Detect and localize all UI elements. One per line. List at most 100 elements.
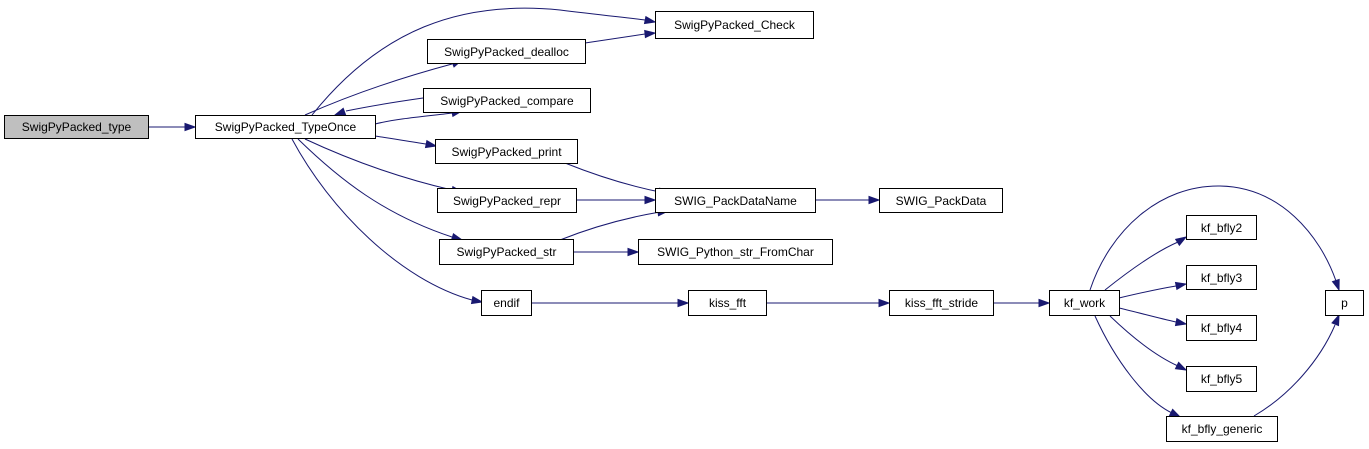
edge-line <box>1094 315 1173 414</box>
edge-line <box>304 138 453 191</box>
edge-arrowhead <box>644 195 657 205</box>
node-label-kf-bfly-generic: kf_bfly_generic <box>1182 422 1263 436</box>
edge-line <box>1089 185 1337 291</box>
node-label-swigpypacked-check: SwigPyPacked_Check <box>674 18 796 32</box>
node-label-p: p <box>1341 296 1348 310</box>
edge-kf-work-to-p <box>1089 185 1340 292</box>
node-endif[interactable]: endif <box>481 290 532 316</box>
node-label-swigpypacked-repr: SwigPyPacked_repr <box>453 194 561 208</box>
edge-kf-work-to-kf-bfly-generic <box>1094 315 1182 418</box>
edge-line <box>559 211 661 241</box>
node-label-kf-bfly4: kf_bfly4 <box>1201 321 1243 335</box>
edge-arrowhead <box>1174 361 1188 371</box>
node-label-endif: endif <box>493 296 520 310</box>
edge-swig-packed-str-to-swig-packdataname <box>559 208 670 241</box>
edge-arrowhead <box>644 29 657 39</box>
edge-kf-work-to-kf-bfly2 <box>1104 236 1188 291</box>
node-label-kiss-fft-stride: kiss_fft_stride <box>905 296 978 310</box>
node-swig-packdata[interactable]: SWIG_PackData <box>879 188 1003 213</box>
edge-line <box>1118 307 1177 323</box>
edge-arrowhead <box>1038 298 1051 308</box>
node-label-kf-bfly2: kf_bfly2 <box>1201 221 1243 235</box>
edge-arrowhead <box>868 195 881 205</box>
edge-line <box>297 138 453 238</box>
edge-arrowhead <box>677 298 690 308</box>
edge-endif-to-kiss-fft <box>531 298 690 308</box>
node-kf-bfly3[interactable]: kf_bfly3 <box>1186 265 1257 290</box>
edge-arrowhead <box>643 15 657 25</box>
edge-line <box>1118 285 1177 299</box>
edge-line <box>374 112 453 125</box>
edge-line <box>311 7 646 116</box>
node-label-swigpypacked-dealloc: SwigPyPacked_dealloc <box>444 45 569 59</box>
edge-swig-packed-print-to-swig-packdataname <box>564 162 670 196</box>
edge-swig-packed-repr-to-swig-packdataname <box>576 195 657 205</box>
edge-arrowhead <box>1174 281 1188 291</box>
edge-arrowhead <box>1331 313 1340 327</box>
edge-line <box>1253 324 1336 417</box>
edge-arrowhead <box>1174 236 1188 247</box>
edge-kf-bfly-generic-to-p <box>1253 313 1340 417</box>
node-swigpypacked-type[interactable]: SwigPyPacked_type <box>4 115 149 139</box>
edge-swig-packed-typeonce-to-swig-packed-check <box>311 7 657 116</box>
edge-arrowhead <box>1168 408 1182 418</box>
node-label-swigpypacked-print: SwigPyPacked_print <box>451 145 562 159</box>
node-swigpypacked-dealloc[interactable]: SwigPyPacked_dealloc <box>427 39 586 64</box>
edge-kf-work-to-kf-bfly5 <box>1109 315 1188 371</box>
node-label-swig-python-str-fromchar: SWIG_Python_str_FromChar <box>657 245 814 259</box>
edge-arrowhead <box>333 107 347 116</box>
node-label-kf-bfly5: kf_bfly5 <box>1201 372 1243 386</box>
edge-arrowhead <box>184 122 197 132</box>
node-label-swig-packdata: SWIG_PackData <box>896 194 987 208</box>
node-swigpypacked-check[interactable]: SwigPyPacked_Check <box>655 11 814 39</box>
node-label-swigpypacked-typeonce: SwigPyPacked_TypeOnce <box>215 120 357 134</box>
edge-line <box>1104 241 1179 291</box>
node-swigpypacked-str[interactable]: SwigPyPacked_str <box>439 239 574 265</box>
edge-line <box>345 97 424 112</box>
edge-swig-packed-dealloc-to-swig-packed-check <box>584 29 657 44</box>
node-label-kf-bfly3: kf_bfly3 <box>1201 271 1243 285</box>
edge-arrowhead <box>424 139 438 149</box>
edge-kiss-fft-stride-to-kf-work <box>993 298 1051 308</box>
edge-arrowhead <box>470 295 484 305</box>
node-label-swig-packdataname: SWIG_PackDataName <box>674 194 797 208</box>
edge-arrowhead <box>1331 278 1340 292</box>
node-swigpypacked-typeonce[interactable]: SwigPyPacked_TypeOnce <box>195 115 376 139</box>
edge-line <box>1109 315 1179 367</box>
node-swigpypacked-print[interactable]: SwigPyPacked_print <box>435 139 578 164</box>
node-swigpypacked-repr[interactable]: SwigPyPacked_repr <box>437 188 577 213</box>
edge-swig-packed-typeonce-to-endif <box>291 138 484 305</box>
edge-line <box>584 33 646 44</box>
node-kf-bfly-generic[interactable]: kf_bfly_generic <box>1166 416 1278 442</box>
edge-kf-work-to-kf-bfly4 <box>1118 307 1188 327</box>
node-kf-bfly4[interactable]: kf_bfly4 <box>1186 315 1257 341</box>
node-kf-bfly2[interactable]: kf_bfly2 <box>1186 215 1257 240</box>
edge-line <box>564 162 661 193</box>
edge-swig-packed-type-to-swig-packed-typeonce <box>148 122 197 132</box>
node-label-swigpypacked-compare: SwigPyPacked_compare <box>440 94 574 108</box>
edge-line <box>374 135 427 145</box>
node-kiss-fft[interactable]: kiss_fft <box>688 290 767 316</box>
node-p[interactable]: p <box>1325 290 1364 316</box>
node-kf-work[interactable]: kf_work <box>1049 290 1120 316</box>
node-kiss-fft-stride[interactable]: kiss_fft_stride <box>889 290 994 316</box>
node-swig-python-str-fromchar[interactable]: SWIG_Python_str_FromChar <box>638 239 833 265</box>
edge-arrowhead <box>878 298 891 308</box>
edge-arrowhead <box>1174 317 1188 327</box>
edge-kiss-fft-to-kiss-fft-stride <box>766 298 891 308</box>
node-kf-bfly5[interactable]: kf_bfly5 <box>1186 366 1257 392</box>
edge-swig-packdataname-to-swig-packdata <box>815 195 881 205</box>
node-label-kf-work: kf_work <box>1064 296 1106 310</box>
edge-arrowhead <box>627 247 640 257</box>
node-swigpypacked-compare[interactable]: SwigPyPacked_compare <box>423 88 591 113</box>
node-label-kiss-fft: kiss_fft <box>709 296 747 310</box>
node-label-swigpypacked-str: SwigPyPacked_str <box>456 245 556 259</box>
edge-line <box>304 63 453 116</box>
edge-line <box>291 138 473 301</box>
edge-kf-work-to-kf-bfly3 <box>1118 281 1188 299</box>
edge-swig-packed-typeonce-to-swig-packed-print <box>374 135 438 149</box>
edge-swig-packed-compare-to-swig-packed-typeonce <box>333 97 424 116</box>
node-label-swigpypacked-type: SwigPyPacked_type <box>22 120 132 134</box>
node-swig-packdataname[interactable]: SWIG_PackDataName <box>655 188 816 213</box>
